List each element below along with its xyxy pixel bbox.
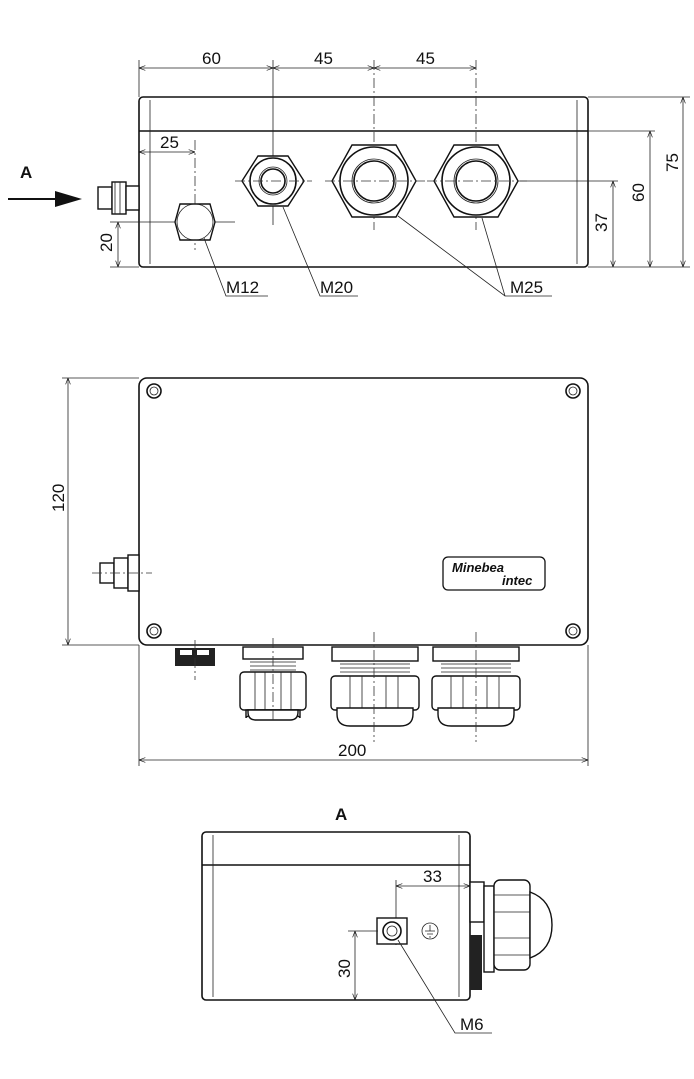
dim-33: 33 [423,867,442,886]
cable-gland-side-icon [469,879,553,990]
view-arrow-label: A [20,163,32,182]
dim-120: 120 [49,484,68,512]
m25-gland-icon [427,144,527,218]
right-dimensions: 75 60 37 [520,96,690,268]
top-view: 60 45 45 75 60 37 25 20 A [8,49,690,297]
dim-45-b: 45 [416,49,435,68]
screw-icon [565,623,581,639]
m25-gland-icon [325,144,425,218]
svg-text:Minebea: Minebea [452,560,504,575]
dim-20: 20 [97,233,116,252]
screw-icon [146,623,162,639]
label-m25: M25 [510,278,543,297]
view-direction-arrow-icon [8,191,82,207]
dim-30: 30 [335,959,354,978]
m20-gland-icon [235,155,312,207]
screw-icon [146,383,162,399]
m25-cable-gland-icon [330,632,420,742]
enclosure-outline [138,96,589,268]
dim-25: 25 [160,133,179,152]
top-dimensions: 60 45 45 [138,49,477,230]
dim-200: 200 [338,741,366,760]
label-m6: M6 [460,1015,484,1034]
front-view: 120 Minebea intec [49,377,589,766]
ground-stud-icon [97,181,140,215]
svg-text:intec: intec [502,573,533,588]
ground-nut-icon [376,917,408,945]
screw-icon [565,383,581,399]
m12-connector-icon [175,640,215,680]
label-m12: M12 [226,278,259,297]
side-view-a: A 33 30 M6 [201,805,553,1034]
label-m20: M20 [320,278,353,297]
m25-cable-gland-icon [431,632,521,742]
dim-45-a: 45 [314,49,333,68]
dim-60: 60 [202,49,221,68]
brand-logo: Minebea intec [442,556,546,591]
side-view-title: A [335,805,347,824]
m12-connector-icon [174,203,216,241]
ground-stud-icon [92,554,152,592]
dim-37: 37 [592,213,611,232]
ground-symbol-icon [421,922,439,940]
dim-75: 75 [663,153,682,172]
m20-cable-gland-icon [239,638,307,722]
dim-60-vertical: 60 [629,183,648,202]
enclosure-lid [138,377,589,646]
